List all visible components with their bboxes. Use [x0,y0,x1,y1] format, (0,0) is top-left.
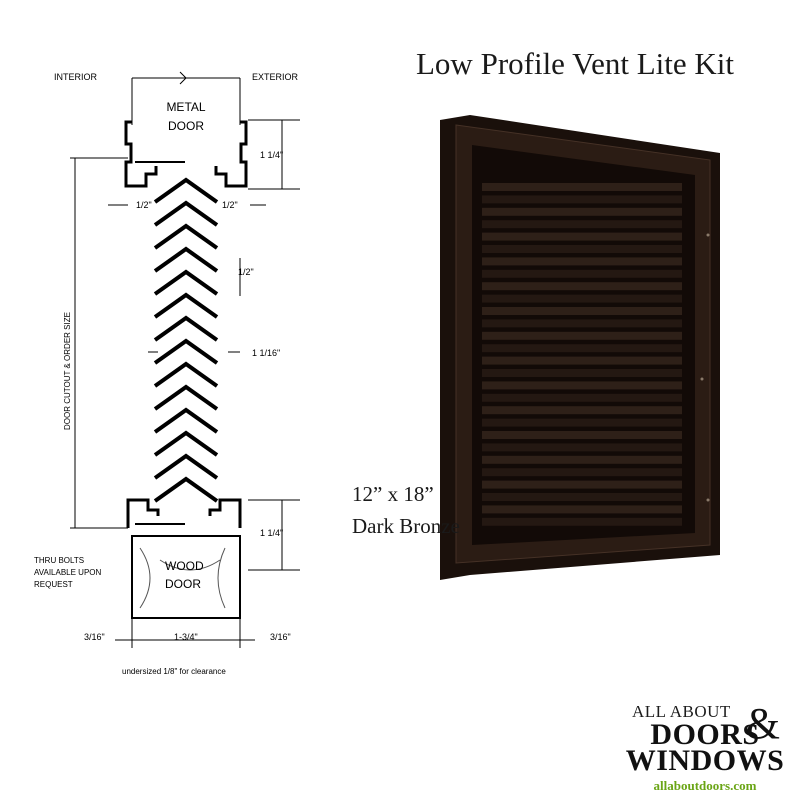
finish-caption: Dark Bronze [352,514,460,538]
louver-chevron [153,476,219,503]
vent-louver-slat [482,307,682,315]
vent-louvers [482,183,682,526]
louver-chevrons [153,177,219,503]
vent-louver-slat [482,257,682,266]
vent-product-image [440,115,720,580]
louver-chevron [153,292,219,319]
vent-louver-slat [482,269,682,278]
vent-louver-slat [482,393,682,402]
upper-frame-right [214,120,248,188]
lower-frame-left [126,498,160,528]
vent-louver-slat [482,220,682,229]
vent-louver-slat [482,480,682,489]
vent-louver-slat [482,455,682,464]
product-title: Low Profile Vent Lite Kit [416,46,734,81]
vent-louver-slat [482,418,682,427]
louver-chevron [153,177,219,204]
louver-chevron [153,430,219,457]
vent-louver-slat [482,207,682,216]
half-inch-left: 1/2" [136,200,152,210]
logo-line-1: ALL ABOUT [632,702,731,721]
wood-door-label-1: WOOD [165,559,204,573]
wood-door-block [131,535,241,619]
left-gap-dimension: 3/16" [84,632,105,642]
louver-chevron [153,453,219,480]
vent-louver-slat [482,505,682,514]
logo-line-3: WINDOWS [625,744,785,777]
vent-louver-slat [482,443,682,452]
brand-logo[interactable]: ALL ABOUT & DOORS WINDOWS allaboutdoors.… [610,699,800,794]
louver-chevron [153,246,219,273]
vent-louver-slat [482,493,682,501]
width-dimension: 1-3/4" [174,632,198,642]
thru-bolts-line-1: THRU BOLTS [34,556,84,565]
interior-label: INTERIOR [54,72,98,82]
vent-louver-slat [482,406,682,415]
vent-louver-slat [482,245,682,253]
break-mark [179,71,187,85]
cross-section-diagram: METAL DOOR INTERIOR EXTERIOR 1 1/4" 1/2"… [34,71,300,676]
louver-gap-dimension: 1/2" [238,267,254,277]
vent-louver-slat [482,232,682,241]
louver-chevron [153,315,219,342]
louver-chevron [153,338,219,365]
undersized-note: undersized 1/8" for clearance [122,667,226,676]
logo-line-2: DOORS [650,718,760,751]
vent-louver-slat [482,381,682,390]
vent-louver-slat [482,195,682,204]
louver-chevron [153,223,219,250]
vent-louver-slat [482,431,682,439]
lower-frame-right [208,498,242,528]
upper-frame-left [124,120,158,188]
thru-bolts-line-2: AVAILABLE UPON [34,568,102,577]
vent-louver-slat [482,468,682,477]
vent-louver-slat [482,282,682,291]
metal-door-label-1: METAL [166,100,205,114]
vent-louver-slat [482,294,682,303]
louver-chevron [153,361,219,388]
half-inch-right: 1/2" [222,200,238,210]
thru-bolts-line-3: REQUEST [34,580,73,589]
vent-louver-slat [482,517,682,526]
louver-chevron [153,269,219,296]
logo-url[interactable]: allaboutdoors.com [653,778,757,793]
louver-chevron [153,407,219,434]
cutout-dimension-label: DOOR CUTOUT & ORDER SIZE [63,312,72,430]
right-gap-dimension: 3/16" [270,632,291,642]
metal-door-label-2: DOOR [168,119,204,133]
vent-louver-slat [482,356,682,365]
bottom-dimension: 1 1/4" [260,528,283,538]
louver-chevron [153,384,219,411]
size-caption: 12” x 18” [352,482,434,506]
wood-door-label-2: DOOR [165,577,201,591]
vent-louver-slat [482,319,682,328]
vent-louver-slat [482,331,682,340]
vent-louver-slat [482,369,682,377]
logo-ampersand: & [745,699,780,748]
vent-louver-slat [482,183,682,191]
louver-chevron [153,200,219,227]
vent-louver-slat [482,344,682,353]
louver-depth-dimension: 1 1/16" [252,348,280,358]
exterior-label: EXTERIOR [252,72,299,82]
top-dimension: 1 1/4" [260,150,283,160]
